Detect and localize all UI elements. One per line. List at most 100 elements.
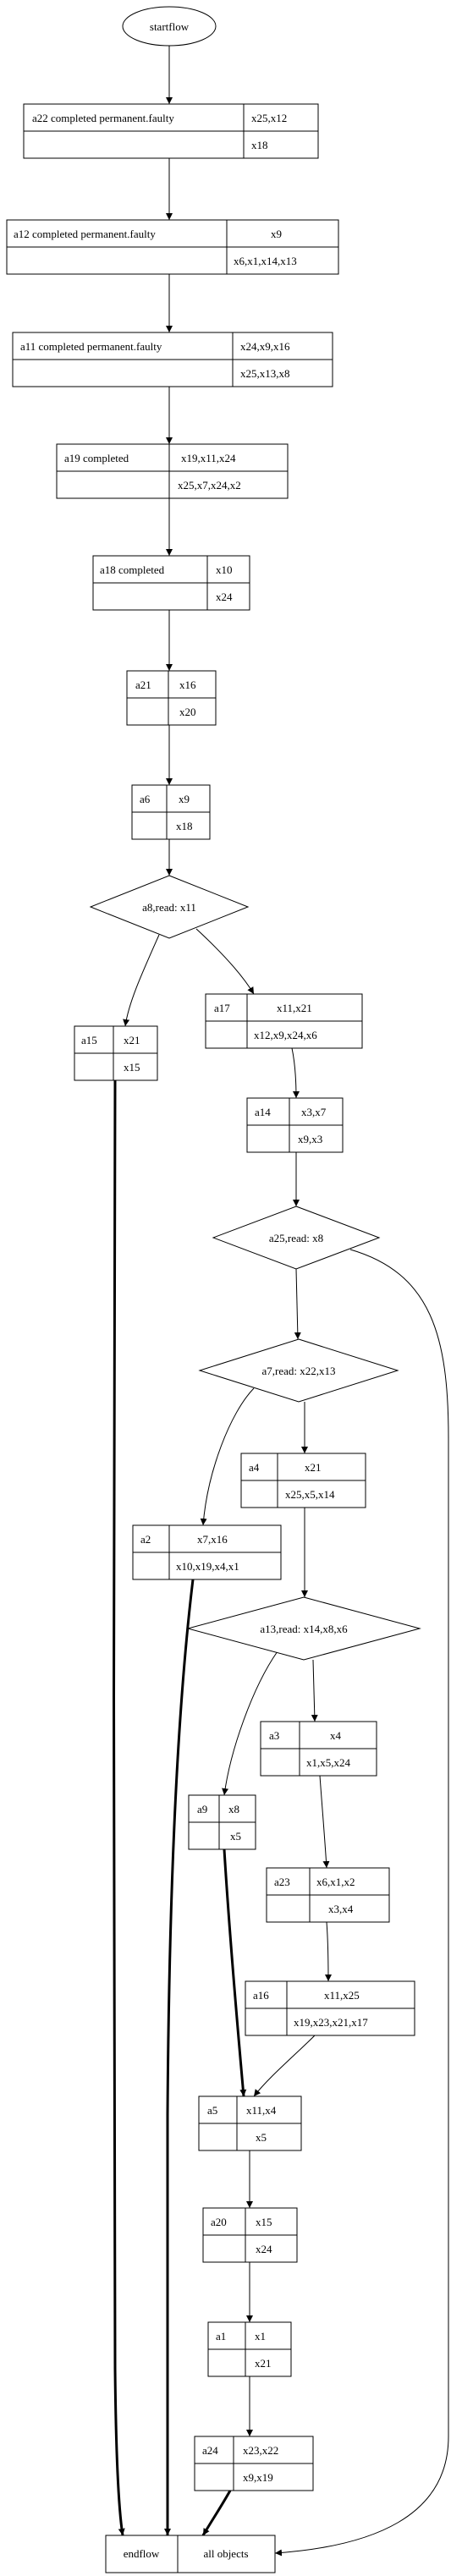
- a12-name: a12 completed permanent.faulty: [14, 228, 156, 240]
- a23-reads: x3,x4: [328, 1903, 354, 1915]
- node-a3: a3 x4 x1,x5,x24: [260, 1721, 377, 1777]
- a21-name: a21: [135, 678, 151, 691]
- edge-a8-a15: [123, 934, 160, 1027]
- a2-reads: x10,x19,x4,x1: [176, 1560, 239, 1573]
- node-a11: a11 completed permanent.faulty x24,x9,x1…: [12, 332, 333, 387]
- a13-label: a13,read: x14,x8,x6: [260, 1623, 348, 1635]
- node-a6: a6 x9 x18: [131, 784, 211, 840]
- a22-name: a22 completed permanent.faulty: [32, 112, 174, 124]
- a19-reads: x25,x7,x24,x2: [178, 479, 241, 492]
- a14-writes: x3,x7: [301, 1106, 327, 1118]
- a11-writes: x24,x9,x16: [240, 340, 290, 353]
- a6-name: a6: [140, 793, 151, 805]
- a3-writes: x4: [330, 1729, 342, 1742]
- edge-a8-a17: [195, 928, 255, 995]
- node-a1: a1 x1 x21: [207, 2321, 292, 2377]
- node-startflow: startflow: [122, 6, 217, 47]
- a19-name: a19 completed: [64, 452, 129, 464]
- a25-label: a25,read: x8: [269, 1232, 323, 1244]
- edge-a16-a5: [253, 2035, 316, 2097]
- startflow-label: startflow: [150, 20, 190, 33]
- nodes: startflow a22 completed permanent.faulty…: [6, 6, 421, 2573]
- a3-reads: x1,x5,x24: [306, 1756, 351, 1769]
- node-a23: a23 x6,x1,x2 x3,x4: [266, 1867, 390, 1923]
- node-a16: a16 x11,x25 x19,x23,x21,x17: [245, 1980, 415, 2036]
- a21-reads: x20: [179, 706, 196, 718]
- a1-name: a1: [216, 2330, 226, 2343]
- node-a13-decision: a13,read: x14,x8,x6: [186, 1596, 421, 1661]
- a16-reads: x19,x23,x21,x17: [294, 2016, 368, 2029]
- edge-a25-end: [274, 1249, 449, 2557]
- a4-writes: x21: [305, 1461, 322, 1474]
- a19-writes: x19,x11,x24: [181, 452, 236, 464]
- node-a18: a18 completed x10 x24: [92, 555, 250, 611]
- a5-writes: x11,x4: [246, 2104, 277, 2117]
- a14-name: a14: [255, 1106, 271, 1118]
- node-a8-decision: a8,read: x11: [89, 875, 250, 939]
- a17-writes: x11,x21: [277, 1002, 312, 1014]
- a20-writes: x15: [256, 2216, 272, 2228]
- node-a15: a15 x21 x15: [74, 1025, 158, 1081]
- a15-name: a15: [81, 1034, 97, 1046]
- edge-a9-a5: [223, 1848, 247, 2097]
- node-a4: a4 x21 x25,x5,x14: [240, 1453, 366, 1508]
- a18-name: a18 completed: [100, 563, 165, 576]
- a9-reads: x5: [230, 1830, 241, 1843]
- a20-name: a20: [211, 2216, 227, 2228]
- a5-reads: x5: [256, 2131, 267, 2144]
- a9-writes: x8: [228, 1803, 239, 1815]
- all-objects-label: all objects: [203, 2547, 248, 2560]
- a23-writes: x6,x1,x2: [316, 1876, 355, 1888]
- a6-reads: x18: [176, 820, 193, 832]
- a20-reads: x24: [256, 2243, 272, 2255]
- node-a22: a22 completed permanent.faulty x25,x12 x…: [23, 103, 319, 159]
- edge-a24-end: [201, 2490, 232, 2536]
- a12-reads: x6,x1,x14,x13: [234, 255, 297, 267]
- edge-a15-end: [113, 1079, 125, 2536]
- a16-name: a16: [253, 1989, 269, 2002]
- a22-reads: x18: [251, 139, 268, 151]
- a15-reads: x15: [124, 1061, 140, 1074]
- node-a9: a9 x8 x5: [188, 1794, 256, 1850]
- a15-writes: x21: [124, 1034, 140, 1046]
- a24-name: a24: [202, 2444, 218, 2457]
- a5-name: a5: [207, 2104, 217, 2117]
- node-endflow: endflow all objects: [105, 2535, 276, 2573]
- a2-name: a2: [140, 1533, 151, 1546]
- endflow-label: endflow: [124, 2547, 160, 2560]
- a3-name: a3: [269, 1729, 279, 1742]
- a1-reads: x21: [255, 2357, 272, 2370]
- a18-writes: x10: [216, 563, 233, 576]
- a17-name: a17: [214, 1002, 230, 1014]
- node-a25-decision: a25,read: x8: [212, 1206, 381, 1270]
- node-a20: a20 x15 x24: [202, 2207, 298, 2263]
- a6-writes: x9: [179, 793, 190, 805]
- node-a2: a2 x7,x16 x10,x19,x4,x1: [132, 1524, 282, 1580]
- a12-writes: x9: [271, 228, 282, 240]
- a1-writes: x1: [255, 2330, 266, 2343]
- edge-a17-a14: [291, 1047, 300, 1099]
- a17-reads: x12,x9,x24,x6: [254, 1029, 317, 1041]
- a21-writes: x16: [179, 678, 196, 691]
- edge-a23-a16: [324, 1921, 332, 1982]
- a2-writes: x7,x16: [197, 1533, 228, 1546]
- edges: [113, 46, 449, 2557]
- edge-a25-a7: [294, 1268, 301, 1340]
- node-a19: a19 completed x19,x11,x24 x25,x7,x24,x2: [56, 443, 289, 499]
- a16-writes: x11,x25: [324, 1989, 360, 2002]
- node-a24: a24 x23,x22 x9,x19: [194, 2436, 314, 2491]
- edge-a13-a9: [222, 1651, 278, 1796]
- node-a7-decision: a7,read: x22,x13: [198, 1338, 399, 1403]
- a23-name: a23: [274, 1876, 290, 1888]
- a9-name: a9: [197, 1803, 207, 1815]
- a24-reads: x9,x19: [243, 2471, 273, 2484]
- a22-writes: x25,x12: [251, 112, 287, 124]
- a7-label: a7,read: x22,x13: [261, 1365, 335, 1377]
- node-a14: a14 x3,x7 x9,x3: [246, 1097, 344, 1153]
- node-a21: a21 x16 x20: [126, 670, 217, 726]
- node-a12: a12 completed permanent.faulty x9 x6,x1,…: [6, 219, 339, 275]
- edge-a13-a3: [311, 1659, 318, 1722]
- a14-reads: x9,x3: [298, 1133, 322, 1145]
- a11-reads: x25,x13,x8: [240, 367, 290, 380]
